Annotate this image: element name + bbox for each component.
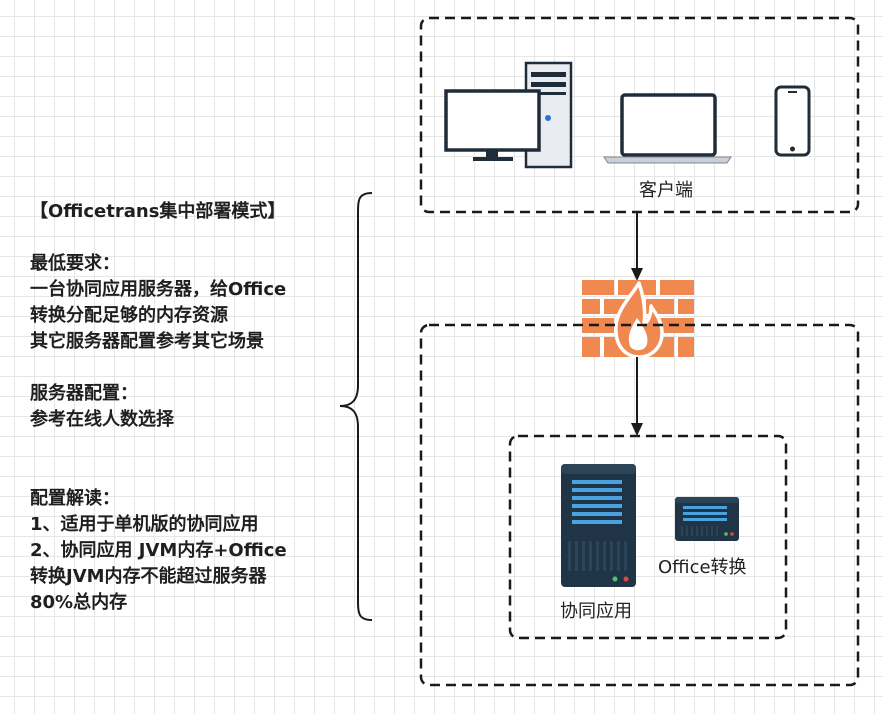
min-requirement-line: 其它服务器配置参考其它场景	[30, 331, 264, 352]
arrow-firewall-to-app	[631, 357, 643, 436]
office-converter-label: Office转换	[658, 557, 747, 578]
app-server-group-box	[508, 434, 788, 640]
client-group-box	[419, 16, 860, 214]
curly-brace	[339, 192, 373, 621]
server-config-line: 参考在线人数选择	[30, 409, 174, 430]
laptop-icon	[603, 93, 732, 164]
interpretation-line: 转换JVM内存不能超过服务器	[30, 566, 267, 587]
desktop-computer-icon	[444, 61, 573, 169]
firewall-icon	[582, 280, 694, 359]
interpretation-line: 80%总内存	[30, 592, 128, 613]
smartphone-icon	[774, 85, 811, 157]
min-requirement-line: 一台协同应用服务器，给Office	[30, 279, 287, 300]
min-requirement-line: 转换分配足够的内存资源	[30, 305, 228, 326]
server-config-heading: 服务器配置：	[30, 383, 138, 404]
tower-server-icon	[561, 464, 636, 587]
rack-server-icon	[675, 497, 739, 541]
min-requirement-heading: 最低要求：	[30, 253, 120, 274]
client-label: 客户端	[639, 180, 693, 201]
interpretation-heading: 配置解读：	[30, 488, 120, 509]
interpretation-line: 2、协同应用 JVM内存+Office	[30, 540, 287, 561]
interpretation-line: 1、适用于单机版的协同应用	[30, 514, 259, 535]
title-text: 【Officetrans集中部署模式】	[30, 201, 286, 222]
server-zone-box	[419, 323, 860, 687]
arrow-client-to-firewall	[631, 212, 643, 281]
app-server-label: 协同应用	[560, 601, 632, 622]
